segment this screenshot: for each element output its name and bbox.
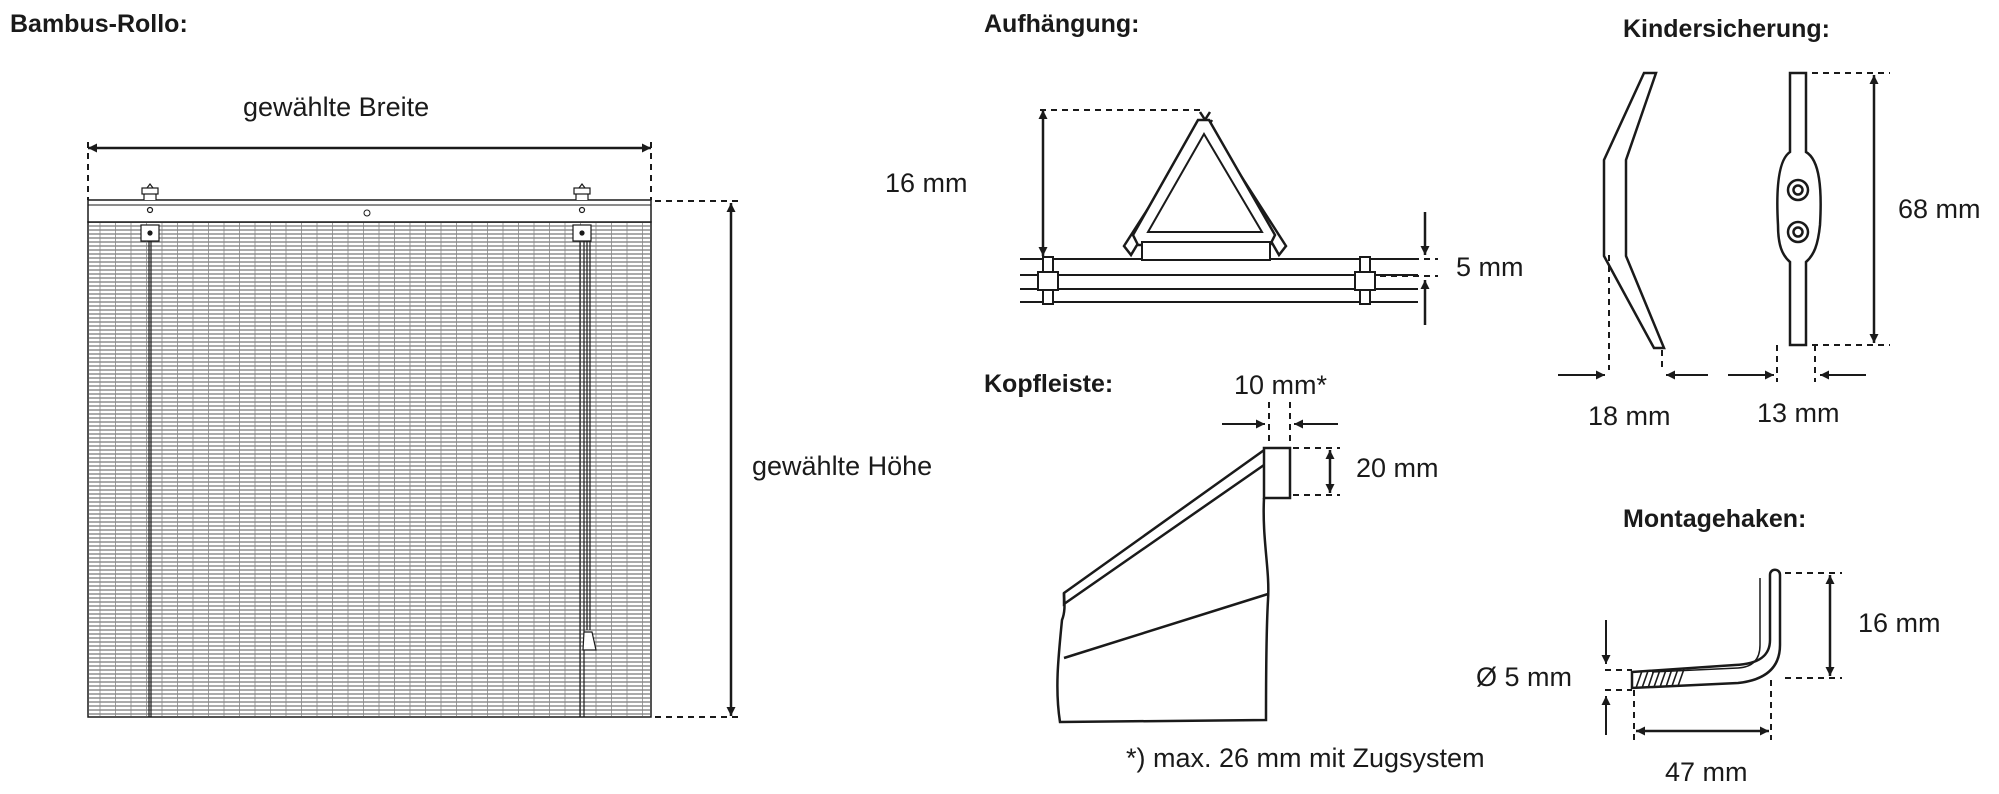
suspension-height-label: 16 mm bbox=[885, 168, 968, 198]
blind-slats bbox=[89, 225, 650, 715]
blind-width-label: gewählte Breite bbox=[243, 92, 430, 122]
headrail-height-label: 20 mm bbox=[1356, 453, 1439, 483]
blind-title: Bambus-Rollo: bbox=[10, 10, 188, 38]
suspension-drawing bbox=[1020, 109, 1438, 325]
cord-pull bbox=[582, 631, 597, 651]
child-safety-side-width-label: 18 mm bbox=[1588, 401, 1671, 431]
child-safety-drawing bbox=[1558, 71, 1890, 382]
child-safety-length-label: 68 mm bbox=[1898, 194, 1981, 224]
hook-thread bbox=[1635, 668, 1685, 689]
mount-bracket-right bbox=[572, 183, 597, 717]
mounting-hook-height-label: 16 mm bbox=[1858, 608, 1941, 638]
child-safety-title: Kindersicherung: bbox=[1623, 15, 1830, 43]
mounting-hook-drawing bbox=[1601, 568, 1842, 740]
headrail-title: Kopfleiste: bbox=[984, 370, 1114, 398]
mounting-hook-title: Montagehaken: bbox=[1623, 505, 1807, 533]
headrail-screw bbox=[363, 209, 371, 217]
headrail-footnote: *) max. 26 mm mit Zugsystem bbox=[1126, 743, 1485, 773]
suspension-title: Aufhängung: bbox=[984, 10, 1140, 38]
suspension-rail-label: 5 mm bbox=[1456, 252, 1524, 282]
blind-strings bbox=[99, 223, 643, 716]
mounting-hook-diameter-label: Ø 5 mm bbox=[1476, 662, 1573, 692]
headrail-drawing bbox=[1056, 402, 1340, 724]
mount-bracket-left bbox=[140, 183, 160, 717]
blind-drawing bbox=[87, 142, 738, 718]
blind-height-label: gewählte Höhe bbox=[752, 451, 933, 481]
headrail-width-label: 10 mm* bbox=[1234, 370, 1328, 400]
mounting-hook-length-label: 47 mm bbox=[1665, 757, 1748, 787]
child-safety-front-width-label: 13 mm bbox=[1757, 398, 1840, 428]
